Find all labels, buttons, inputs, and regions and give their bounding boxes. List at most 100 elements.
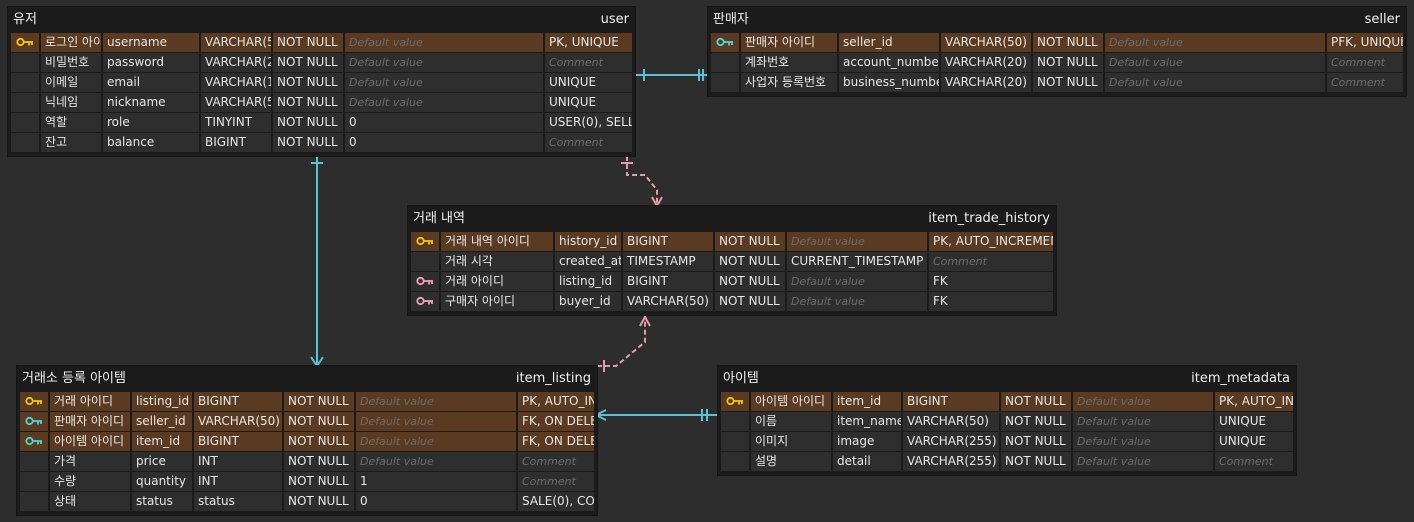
cell-type[interactable]: VARCHAR(50) bbox=[194, 412, 282, 431]
cell-type[interactable]: BIGINT bbox=[903, 392, 999, 411]
cell-label[interactable]: 사업자 등록번호 bbox=[741, 73, 837, 92]
cell-comment[interactable]: Comment bbox=[1327, 73, 1403, 92]
cell-nullability[interactable]: NOT NULL bbox=[715, 232, 785, 251]
cell-nullability[interactable]: NOT NULL bbox=[284, 472, 354, 491]
cell-default[interactable]: Default value bbox=[1073, 432, 1213, 451]
cell-column[interactable]: detail bbox=[833, 452, 901, 471]
cell-comment[interactable]: FK bbox=[929, 292, 1053, 311]
cell-type[interactable]: VARCHAR(50) bbox=[201, 93, 271, 112]
cell-type[interactable]: INT bbox=[194, 472, 282, 491]
cell-comment[interactable]: Comment bbox=[1327, 53, 1403, 72]
cell-nullability[interactable]: NOT NULL bbox=[1001, 412, 1071, 431]
cell-comment[interactable]: Comment bbox=[518, 472, 594, 491]
cell-nullability[interactable]: NOT NULL bbox=[284, 492, 354, 511]
cell-type[interactable]: VARCHAR(255) bbox=[903, 452, 999, 471]
cell-label[interactable]: 거래 내역 아이디 bbox=[441, 232, 553, 251]
cell-default[interactable]: Default value bbox=[345, 73, 543, 92]
cell-comment[interactable]: USER(0), SELLER(1), MANAGER(2) bbox=[545, 113, 632, 132]
cell-type[interactable]: BIGINT bbox=[194, 392, 282, 411]
cell-label[interactable]: 아이템 아이디 bbox=[751, 392, 831, 411]
cell-column[interactable]: account_number bbox=[839, 53, 939, 72]
cell-default[interactable]: Default value bbox=[787, 292, 927, 311]
cell-default[interactable]: Default value bbox=[787, 272, 927, 291]
cell-comment[interactable]: PK, AUTO_INCREMENT bbox=[929, 232, 1053, 251]
cell-default[interactable]: Default value bbox=[345, 53, 543, 72]
cell-nullability[interactable]: NOT NULL bbox=[273, 133, 343, 152]
cell-nullability[interactable]: NOT NULL bbox=[715, 292, 785, 311]
cell-comment[interactable]: PK, UNIQUE bbox=[545, 33, 632, 52]
cell-column[interactable]: created_at bbox=[555, 252, 621, 271]
cell-comment[interactable]: PK, AUTO_INCREMENT bbox=[1215, 392, 1293, 411]
cell-default[interactable]: Default value bbox=[345, 93, 543, 112]
cell-type[interactable]: VARCHAR(50) bbox=[903, 412, 999, 431]
cell-default[interactable]: Default value bbox=[356, 392, 516, 411]
cell-nullability[interactable]: NOT NULL bbox=[1001, 432, 1071, 451]
cell-type[interactable]: BIGINT bbox=[623, 232, 713, 251]
cell-comment[interactable]: PK, AUTO_INCREMENT bbox=[518, 392, 594, 411]
cell-type[interactable]: VARCHAR(50) bbox=[201, 33, 271, 52]
cell-default[interactable]: 0 bbox=[356, 492, 516, 511]
cell-column[interactable]: item_id bbox=[833, 392, 901, 411]
cell-type[interactable]: BIGINT bbox=[623, 272, 713, 291]
cell-default[interactable]: Default value bbox=[787, 232, 927, 251]
cell-column[interactable]: price bbox=[132, 452, 192, 471]
cell-comment[interactable]: FK bbox=[929, 272, 1053, 291]
cell-column[interactable]: buyer_id bbox=[555, 292, 621, 311]
cell-comment[interactable]: FK, ON DELETE CASCADE bbox=[518, 412, 594, 431]
cell-default[interactable]: 1 bbox=[356, 472, 516, 491]
cell-comment[interactable]: Comment bbox=[545, 53, 632, 72]
cell-default[interactable]: Default value bbox=[1105, 33, 1325, 52]
cell-type[interactable]: VARCHAR(100) bbox=[201, 73, 271, 92]
cell-label[interactable]: 계좌번호 bbox=[741, 53, 837, 72]
cell-label[interactable]: 비밀번호 bbox=[41, 53, 101, 72]
cell-comment[interactable]: UNIQUE bbox=[545, 73, 632, 92]
cell-column[interactable]: status bbox=[132, 492, 192, 511]
cell-label[interactable]: 판매자 아이디 bbox=[741, 33, 837, 52]
cell-nullability[interactable]: NOT NULL bbox=[715, 272, 785, 291]
cell-label[interactable]: 구매자 아이디 bbox=[441, 292, 553, 311]
cell-nullability[interactable]: NOT NULL bbox=[1033, 73, 1103, 92]
cell-column[interactable]: listing_id bbox=[555, 272, 621, 291]
cell-comment[interactable]: UNIQUE bbox=[545, 93, 632, 112]
cell-nullability[interactable]: NOT NULL bbox=[1001, 452, 1071, 471]
cell-nullability[interactable]: NOT NULL bbox=[273, 73, 343, 92]
cell-type[interactable]: status bbox=[194, 492, 282, 511]
cell-type[interactable]: VARCHAR(255) bbox=[903, 432, 999, 451]
cell-default[interactable]: Default value bbox=[356, 432, 516, 451]
cell-comment[interactable]: SALE(0), COMPLETED(1) bbox=[518, 492, 594, 511]
cell-type[interactable]: INT bbox=[194, 452, 282, 471]
cell-column[interactable]: quantity bbox=[132, 472, 192, 491]
cell-label[interactable]: 상태 bbox=[50, 492, 130, 511]
cell-label[interactable]: 닉네임 bbox=[41, 93, 101, 112]
cell-column[interactable]: password bbox=[103, 53, 199, 72]
cell-type[interactable]: BIGINT bbox=[201, 133, 271, 152]
cell-label[interactable]: 설명 bbox=[751, 452, 831, 471]
table-row[interactable]: 로그인 아이디usernameVARCHAR(50)NOT NULLDefaul… bbox=[11, 33, 632, 52]
cell-type[interactable]: TIMESTAMP bbox=[623, 252, 713, 271]
cell-comment[interactable]: FK, ON DELETE CASCADE bbox=[518, 432, 594, 451]
cell-comment[interactable]: PFK, UNIQUE, ON DELETE CASCADE bbox=[1327, 33, 1403, 52]
cell-nullability[interactable]: NOT NULL bbox=[273, 33, 343, 52]
cell-label[interactable]: 수량 bbox=[50, 472, 130, 491]
cell-nullability[interactable]: NOT NULL bbox=[273, 113, 343, 132]
